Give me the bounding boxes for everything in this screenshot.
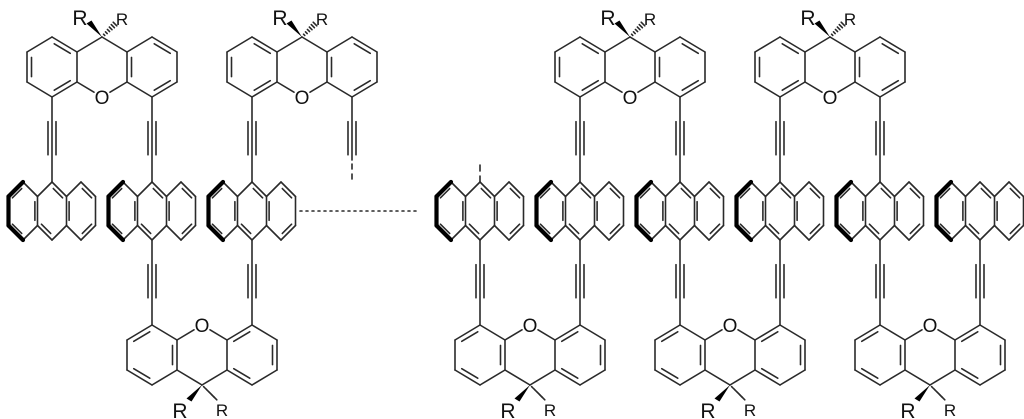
oxygen-label: O [95,88,110,109]
oxygen-label: O [195,316,210,337]
r-group-label: R [644,10,656,29]
alkyne-link [147,239,157,326]
r-group-label: R [116,10,128,29]
r-group-label: R [500,400,515,419]
wedge-bond [914,385,930,402]
alkyne-link [875,239,885,326]
wedge-bond [714,385,730,402]
anthracene-5 [534,179,625,243]
r-group-label: R [544,401,556,419]
xanthene-bottom-4: O R R [854,316,1006,419]
anthracene-2 [106,179,197,243]
xanthene-bottom-2: O R R [454,316,606,419]
xanthene-top-3: O R R [554,7,706,109]
anthracene-8 [834,179,925,243]
wedge-bond [186,385,202,402]
alkyne-link [247,96,257,183]
r-group-label: R [700,400,715,419]
r-group-label: R [216,401,228,419]
xanthene-top-2: O R R [226,7,378,109]
r-group-label: R [744,401,756,419]
alkyne-link [775,96,785,183]
r-group-label: R [944,401,956,419]
xanthene-bottom-3: O R R [654,316,806,419]
alkyne-link [675,239,685,326]
alkyne-link [247,239,257,326]
oxygen-label: O [623,88,638,109]
alkyne-link [475,239,485,326]
r-group-label: R [600,7,615,30]
alkyne-link [575,96,585,183]
alkyne-link [675,96,685,183]
r-group-label: R [272,7,287,30]
r-group-label: R [900,400,915,419]
r-group-label: R [316,10,328,29]
wedge-bond [286,20,302,37]
r-group-label: R [72,7,87,30]
r-group-label: R [172,400,187,419]
r-group-label: R [844,10,856,29]
anthracene-6 [634,179,725,243]
xanthene-top-4: O R R [754,7,906,109]
r-group-label: R [800,7,815,30]
alkyne-link-dashed [347,96,357,183]
wedge-bond [514,385,530,402]
anthracene-9 [934,179,1024,243]
alkyne-link [575,239,585,326]
wedge-bond [814,20,830,37]
oxygen-label: O [923,316,938,337]
anthracene-3 [206,179,297,243]
alkyne-link [875,96,885,183]
oxygen-label: O [823,88,838,109]
xanthene-bottom-1: O R R [126,316,278,419]
alkyne-link [975,239,985,326]
wedge-bond [614,20,630,37]
alkyne-link [147,96,157,183]
xanthene-top-1: O R R [26,7,178,109]
oxygen-label: O [723,316,738,337]
alkyne-link [775,239,785,326]
anthracene-7 [734,179,825,243]
anthracene-4 [434,179,525,243]
anthracene-1 [6,179,97,243]
wedge-bond [86,20,102,37]
alkyne-link [47,96,57,183]
oxygen-label: O [295,88,310,109]
oxygen-label: O [523,316,538,337]
